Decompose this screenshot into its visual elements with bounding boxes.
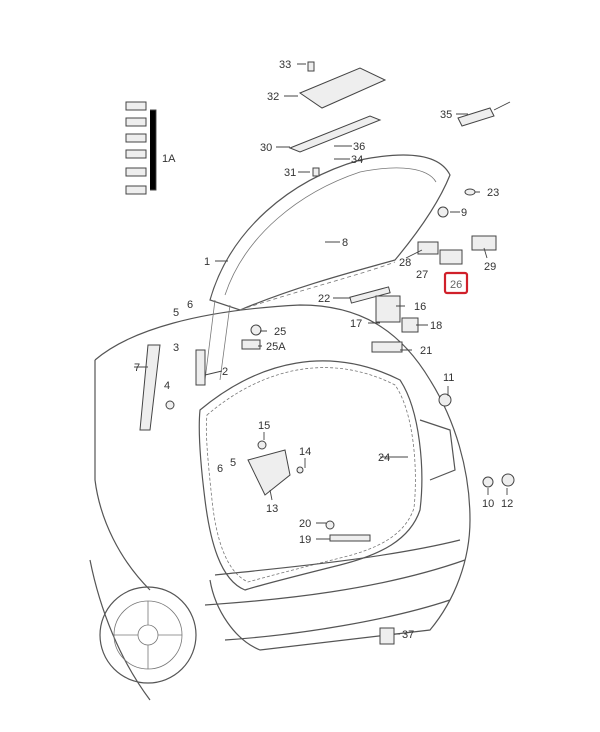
callout-1[interactable]: 1 bbox=[204, 256, 210, 268]
callout-14[interactable]: 14 bbox=[299, 446, 311, 458]
callout-13[interactable]: 13 bbox=[266, 503, 278, 515]
callout-29[interactable]: 29 bbox=[484, 261, 496, 273]
tailgate-lid bbox=[204, 154, 451, 381]
license-plate-parts bbox=[288, 61, 511, 177]
callout-24[interactable]: 24 bbox=[378, 452, 390, 464]
vehicle-body-outline bbox=[89, 304, 471, 701]
callout-22[interactable]: 22 bbox=[318, 293, 330, 305]
callout-9[interactable]: 9 bbox=[461, 207, 467, 219]
callout-10[interactable]: 10 bbox=[482, 498, 494, 510]
callout-1a[interactable]: 1A bbox=[162, 153, 176, 165]
highlight-box-part-26 bbox=[443, 271, 469, 295]
leader-lines bbox=[134, 63, 508, 635]
callout-8[interactable]: 8 bbox=[342, 237, 348, 249]
callout-33[interactable]: 33 bbox=[279, 59, 291, 71]
callout-2[interactable]: 2 bbox=[222, 366, 228, 378]
callout-19[interactable]: 19 bbox=[299, 534, 311, 546]
small-parts bbox=[125, 101, 515, 645]
callout-32[interactable]: 32 bbox=[267, 91, 279, 103]
callout-5-lower[interactable]: 5 bbox=[230, 457, 236, 469]
callout-3[interactable]: 3 bbox=[173, 342, 179, 354]
callout-23[interactable]: 23 bbox=[487, 187, 499, 199]
callout-6-lower[interactable]: 6 bbox=[217, 463, 223, 475]
callout-16[interactable]: 16 bbox=[414, 301, 426, 313]
callout-12[interactable]: 12 bbox=[501, 498, 513, 510]
callout-20[interactable]: 20 bbox=[299, 518, 311, 530]
callout-11[interactable]: 11 bbox=[443, 372, 454, 384]
callout-4[interactable]: 4 bbox=[164, 380, 170, 392]
callout-36[interactable]: 36 bbox=[353, 141, 365, 153]
callout-25[interactable]: 25 bbox=[274, 326, 286, 338]
callout-34[interactable]: 34 bbox=[351, 154, 363, 166]
callout-37[interactable]: 37 bbox=[402, 629, 414, 641]
callout-7[interactable]: 7 bbox=[134, 362, 140, 374]
callout-17[interactable]: 17 bbox=[350, 318, 362, 330]
callout-26[interactable]: 26 bbox=[450, 279, 462, 291]
callout-15[interactable]: 15 bbox=[258, 420, 270, 432]
callout-28[interactable]: 28 bbox=[399, 257, 411, 269]
callout-5[interactable]: 5 bbox=[173, 307, 179, 319]
callout-27[interactable]: 27 bbox=[416, 269, 428, 281]
callout-labels: 33 32 35 30 36 34 31 1A 23 9 1 8 28 27 2… bbox=[134, 59, 513, 641]
callout-35[interactable]: 35 bbox=[440, 109, 452, 121]
callout-25a[interactable]: 25A bbox=[266, 341, 286, 353]
callout-30[interactable]: 30 bbox=[260, 142, 272, 154]
callout-31[interactable]: 31 bbox=[284, 167, 296, 179]
callout-18[interactable]: 18 bbox=[430, 320, 442, 332]
callout-6[interactable]: 6 bbox=[187, 299, 193, 311]
callout-21[interactable]: 21 bbox=[420, 345, 432, 357]
